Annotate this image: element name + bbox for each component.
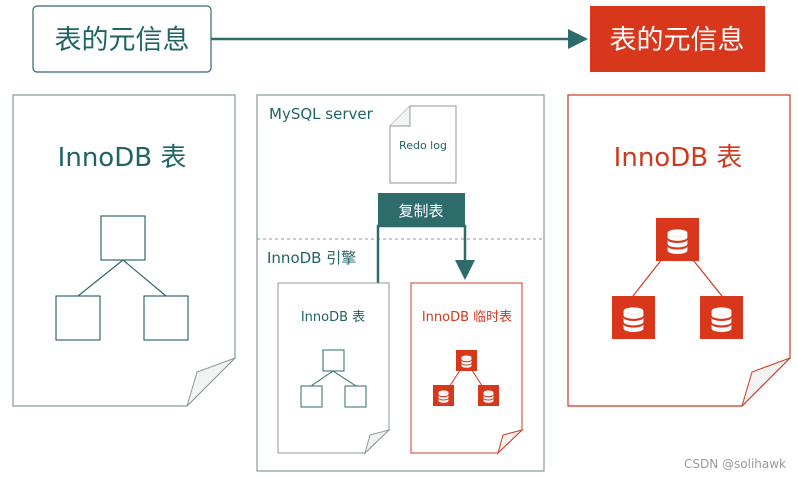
redo-log-document: Redo log: [389, 105, 457, 184]
right-document-title: InnoDB 表: [614, 143, 743, 173]
inner-left-title: InnoDB 表: [301, 310, 365, 325]
tree-diagram-icon: [55, 215, 189, 341]
right-innodb-document: InnoDB 表: [567, 94, 791, 407]
innodb-engine-label: InnoDB 引擎: [267, 249, 356, 267]
csdn-watermark: CSDN @solihawk: [684, 457, 786, 471]
left-document-title: InnoDB 表: [58, 143, 187, 173]
database-tree-icon: [612, 218, 743, 339]
left-innodb-document: InnoDB 表: [12, 94, 236, 407]
top-right-metadata-label: 表的元信息: [610, 25, 745, 56]
inner-right-title: InnoDB 临时表: [422, 310, 512, 325]
mysql-server-label: MySQL server: [269, 105, 374, 123]
small-database-tree-icon: [433, 350, 499, 406]
copy-table-process: 复制表: [376, 193, 475, 307]
inner-innodb-temp-table-document: InnoDB 临时表: [410, 282, 524, 455]
copy-table-label: 复制表: [398, 202, 443, 220]
top-right-metadata-box: 表的元信息: [590, 6, 765, 72]
small-tree-diagram-icon: [300, 349, 367, 408]
inner-innodb-table-document: InnoDB 表: [277, 282, 391, 455]
mysql-server-box: MySQL server Redo log 复制表 InnoDB 引擎 Inno…: [256, 94, 545, 472]
top-left-metadata-box: 表的元信息: [32, 5, 212, 73]
redo-log-label: Redo log: [399, 139, 447, 152]
top-left-metadata-label: 表的元信息: [55, 25, 190, 56]
